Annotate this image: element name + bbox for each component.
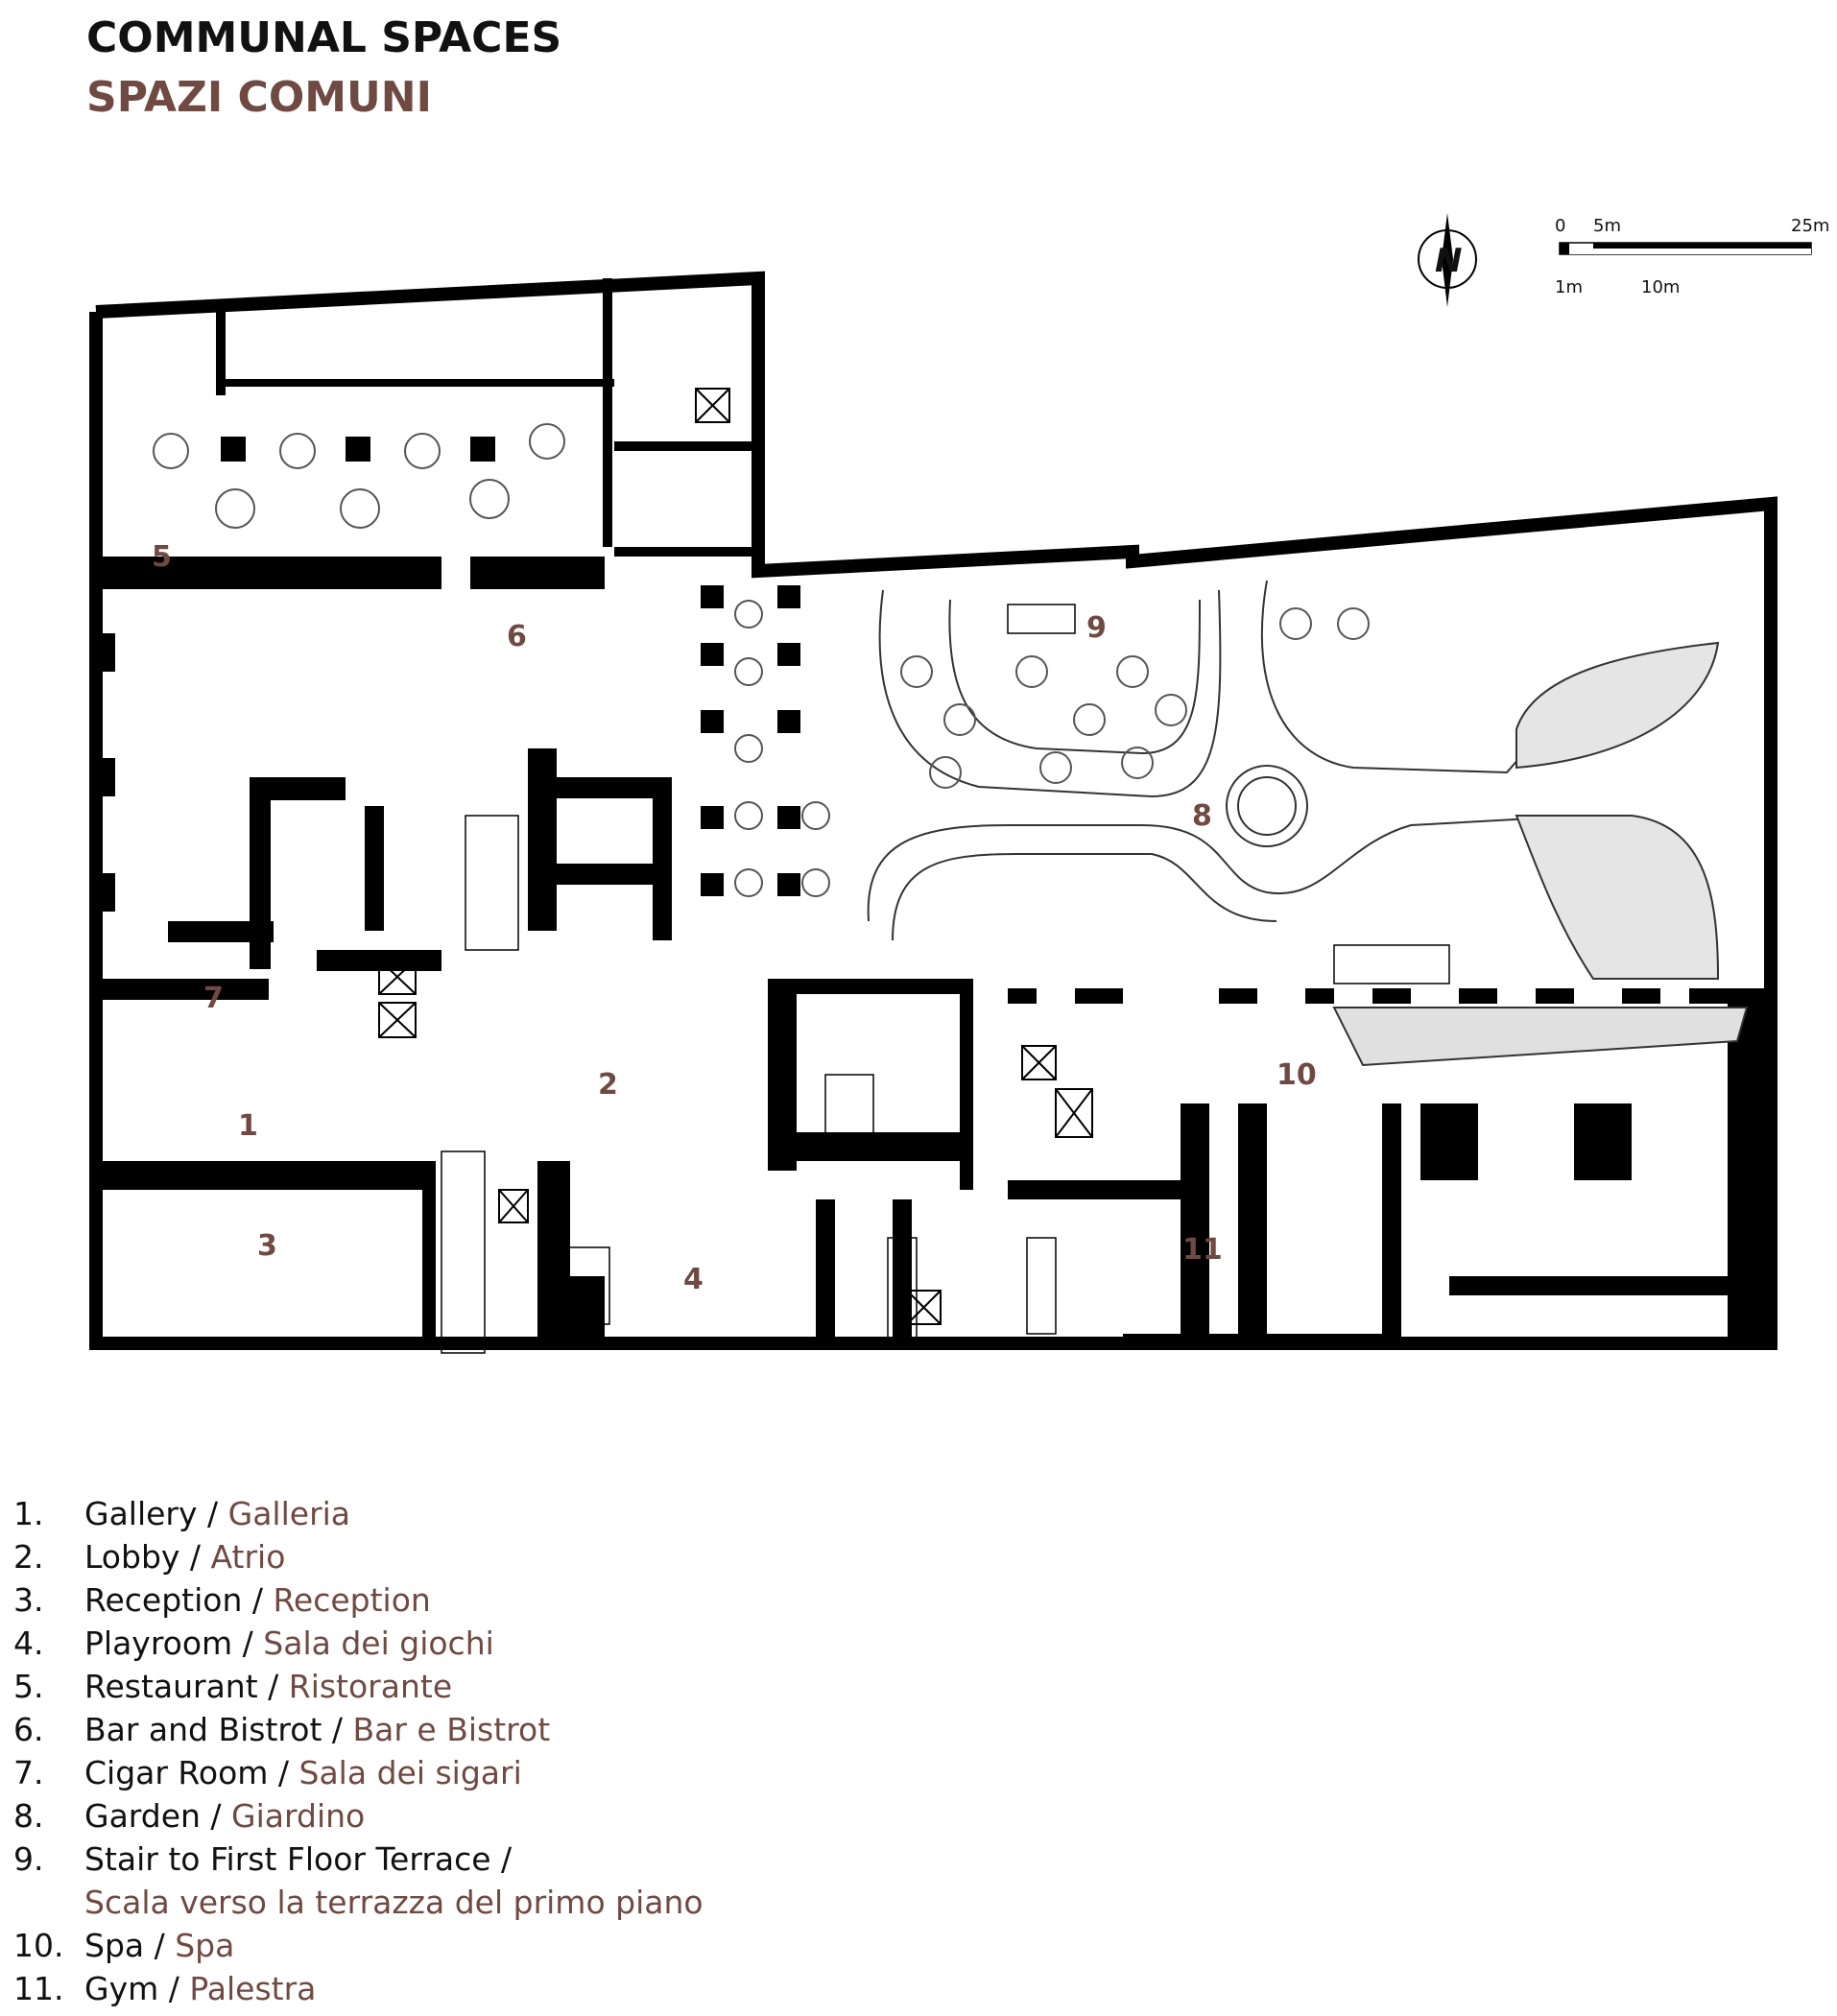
legend: 1.Gallery / Galleria 2.Lobby / Atrio 3.R… (13, 1492, 704, 2010)
facade-columns (96, 437, 1728, 1004)
legend-item: 4.Playroom / Sala dei giochi (13, 1625, 494, 1662)
room-number-7: 7 (203, 982, 224, 1015)
plan-subtitle: SPAZI COMUNI (86, 73, 432, 122)
stairs (441, 604, 1450, 1354)
scale-label-25m: 25m (1791, 216, 1829, 236)
room-number-1: 1 (238, 1109, 258, 1143)
scale-bar: 0 5m 25m 1m 10m (1555, 216, 1829, 297)
legend-item: 3.Reception / Reception (13, 1581, 431, 1619)
legend-item: 7.Cigar Room / Sala dei sigari (13, 1754, 522, 1791)
room-number-2: 2 (598, 1068, 618, 1102)
scale-label-0: 0 (1555, 216, 1565, 236)
room-number-5: 5 (152, 540, 172, 574)
room-number-4: 4 (683, 1263, 704, 1296)
scale-label-1m: 1m (1555, 277, 1583, 297)
building-footprint (89, 271, 1777, 1350)
elevators (378, 388, 1093, 1325)
north-arrow: N (1418, 213, 1477, 307)
legend-item: 9.Stair to First Floor Terrace / (13, 1840, 513, 1878)
plan-title: COMMUNAL SPACES (86, 13, 562, 62)
legend-item: 5.Restaurant / Ristorante (13, 1668, 453, 1705)
legend-item: 10.Spa / Spa (13, 1927, 235, 1964)
room-number-10: 10 (1276, 1058, 1317, 1092)
room-number-11: 11 (1182, 1233, 1223, 1267)
room-number-9: 9 (1086, 611, 1107, 645)
scale-label-5m: 5m (1593, 216, 1621, 236)
furniture-tables (153, 423, 1370, 897)
garden-landscape (867, 580, 1749, 1067)
room-number-3: 3 (257, 1229, 277, 1263)
legend-item: 6.Bar and Bistrot / Bar e Bistrot (13, 1711, 551, 1748)
legend-item: 2.Lobby / Atrio (13, 1538, 286, 1576)
legend-item-continuation: Scala verso la terrazza del primo piano (84, 1884, 704, 1921)
room-number-6: 6 (507, 620, 527, 653)
room-number-8: 8 (1192, 799, 1212, 833)
north-arrow-label: N (1435, 242, 1462, 280)
legend-item: 1.Gallery / Galleria (13, 1495, 351, 1532)
floor-plan: 1 2 3 4 5 6 7 8 9 10 11 N 0 5m 25m 1m 10… (89, 213, 1829, 1354)
scale-label-10m: 10m (1641, 277, 1680, 297)
legend-item: 11.Gym / Palestra (13, 1970, 317, 2007)
room-labels: 1 2 3 4 5 6 7 8 9 10 11 (152, 540, 1317, 1296)
legend-item: 8.Garden / Giardino (13, 1797, 366, 1835)
